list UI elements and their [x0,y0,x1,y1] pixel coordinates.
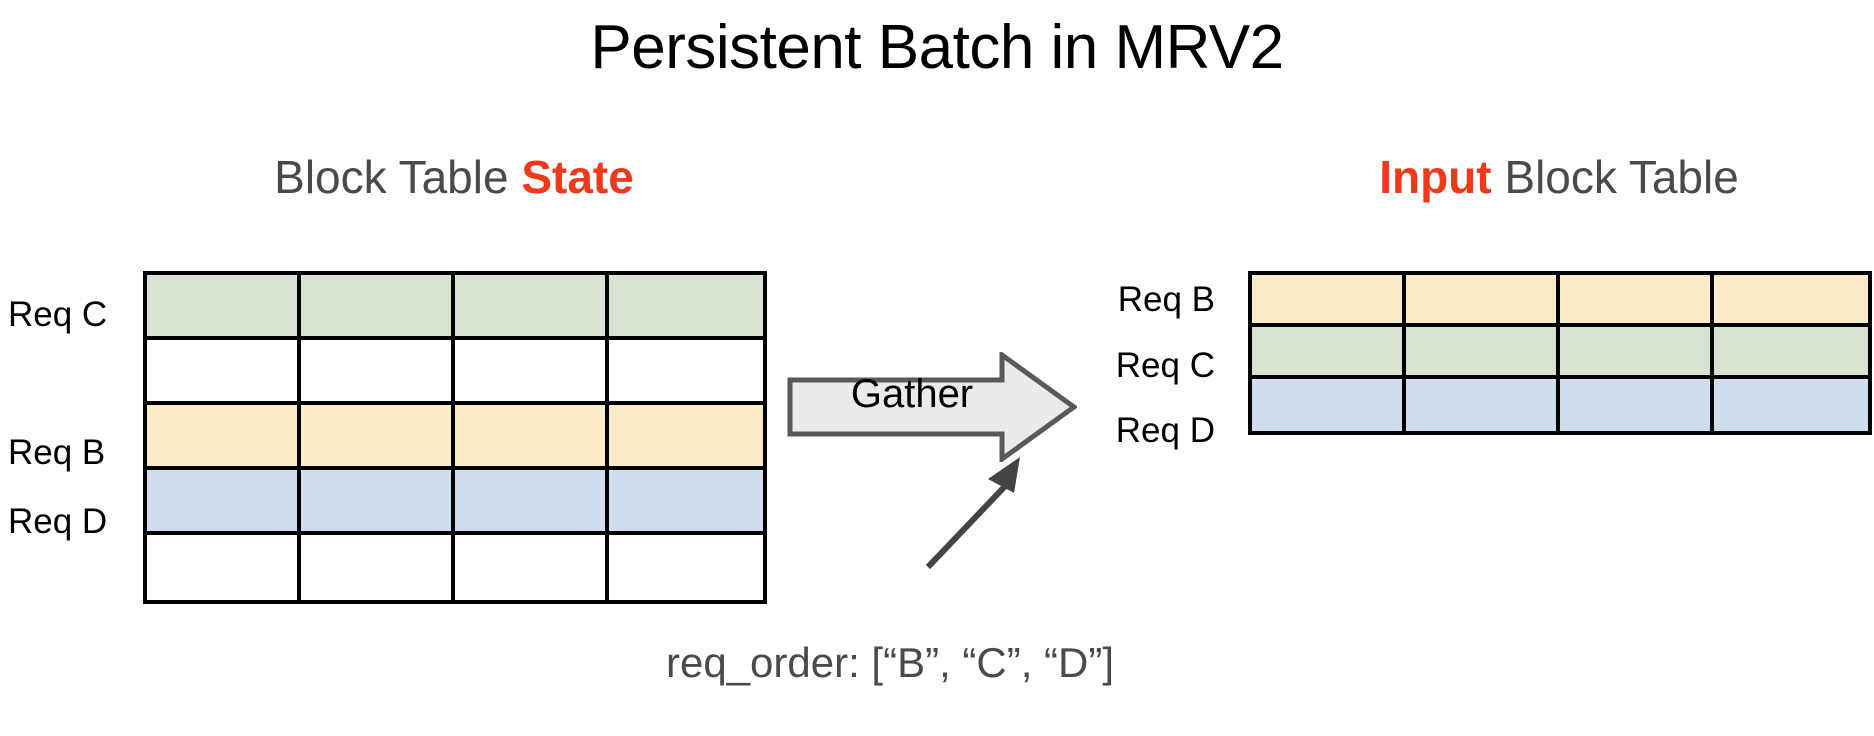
table-cell [1252,275,1406,323]
table-cell [455,275,609,336]
table-cell [455,405,609,466]
table-cell [147,340,301,401]
table-cell [301,405,455,466]
table-cell [1406,327,1560,375]
row-label-input-req-d: Req D [1115,411,1215,450]
table-row [147,470,763,535]
table-row [147,405,763,470]
row-label-input-req-b: Req B [1117,280,1215,319]
table-cell [609,340,763,401]
row-label-input-req-c: Req C [1115,346,1215,385]
table-cell [455,470,609,531]
table-cell [301,470,455,531]
table-row [1252,275,1868,327]
left-heading-prefix: Block Table [274,151,522,203]
table-row [147,340,763,405]
table-row [147,275,763,340]
table-cell [1252,379,1406,431]
left-panel-heading: Block Table State [143,152,765,203]
table-row [147,535,763,600]
req-order-caption: req_order: [“B”, “C”, “D”] [665,639,1115,686]
table-cell [609,535,763,600]
req-order-pointer-arrow [910,455,1050,570]
table-cell [1714,275,1868,323]
table-cell [147,275,301,336]
row-label-state-req-d: Req D [8,502,108,541]
table-cell [609,470,763,531]
right-panel-heading: Input Block Table [1248,152,1870,203]
table-cell [147,405,301,466]
block-table-input [1248,271,1872,435]
table-cell [609,405,763,466]
table-cell [609,275,763,336]
table-cell [301,275,455,336]
row-label-state-req-b: Req B [8,433,106,472]
page-title: Persistent Batch in MRV2 [590,13,1284,82]
table-cell [1714,327,1868,375]
table-cell [147,535,301,600]
table-cell [1406,275,1560,323]
table-cell [1560,327,1714,375]
table-cell [1560,379,1714,431]
block-table-state [143,271,767,604]
table-cell [1406,379,1560,431]
table-cell [1252,327,1406,375]
table-cell [455,340,609,401]
table-cell [455,535,609,600]
table-cell [301,340,455,401]
gather-arrow-shape [787,352,1077,462]
table-cell [147,470,301,531]
gather-label: Gather [850,372,974,416]
row-label-state-req-c: Req C [8,295,108,334]
right-heading-suffix: Block Table [1491,151,1739,203]
table-row [1252,327,1868,379]
table-row [1252,379,1868,431]
table-cell [1560,275,1714,323]
right-heading-accent-input: Input [1379,151,1492,203]
left-heading-accent-state: State [521,151,634,203]
table-cell [1714,379,1868,431]
table-cell [301,535,455,600]
